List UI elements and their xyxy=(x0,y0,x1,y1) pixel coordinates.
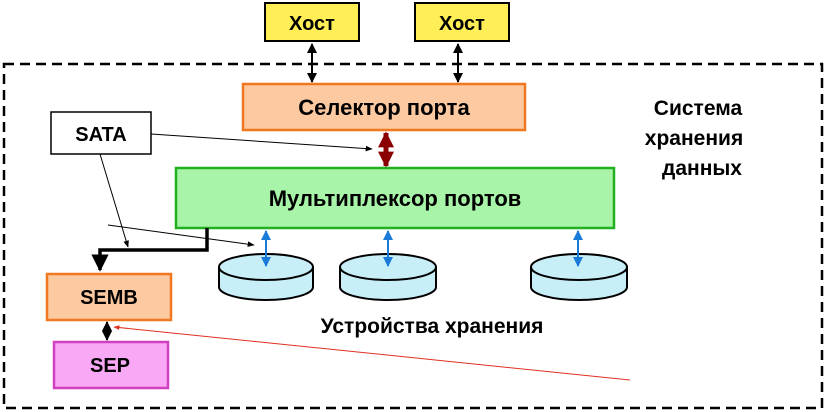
semb-label: SEMB xyxy=(80,287,138,309)
storage-system-label-line-1: Система xyxy=(654,97,743,120)
sata-pointer-to-selector-link xyxy=(150,133,373,152)
sata-box: SATA xyxy=(50,111,152,155)
storage-system-label-line-3: данных xyxy=(662,157,742,180)
storage-system-boundary xyxy=(2,62,824,410)
sata-label: SATA xyxy=(75,124,126,146)
red-pointer-line xyxy=(113,325,631,381)
storage-disk-2 xyxy=(339,253,437,301)
sata-pointer-to-disk xyxy=(107,224,255,247)
sata-pointer-to-bus xyxy=(99,153,129,248)
semb-box: SEMB xyxy=(45,272,173,322)
port-selector-label: Селектор порта xyxy=(298,95,470,120)
sep-label: SEP xyxy=(90,355,130,377)
multiplexer-label: Мультиплексор портов xyxy=(269,186,522,211)
storage-disk-1 xyxy=(218,253,314,301)
storage-disk-3 xyxy=(530,253,628,301)
host-box-2: Хост xyxy=(414,2,510,42)
host-box-1: Хост xyxy=(264,2,360,42)
sep-box: SEP xyxy=(52,340,170,390)
host-label-2: Хост xyxy=(439,13,485,35)
host-label-1: Хост xyxy=(289,13,335,35)
storage-system-label-line-2: хранения xyxy=(645,127,743,150)
multiplexer-box: Мультиплексор портов xyxy=(174,166,616,230)
storage-devices-label: Устройства хранения xyxy=(321,315,544,338)
port-selector-box: Селектор порта xyxy=(241,82,527,132)
multiplexer-semb-bus xyxy=(91,228,209,272)
